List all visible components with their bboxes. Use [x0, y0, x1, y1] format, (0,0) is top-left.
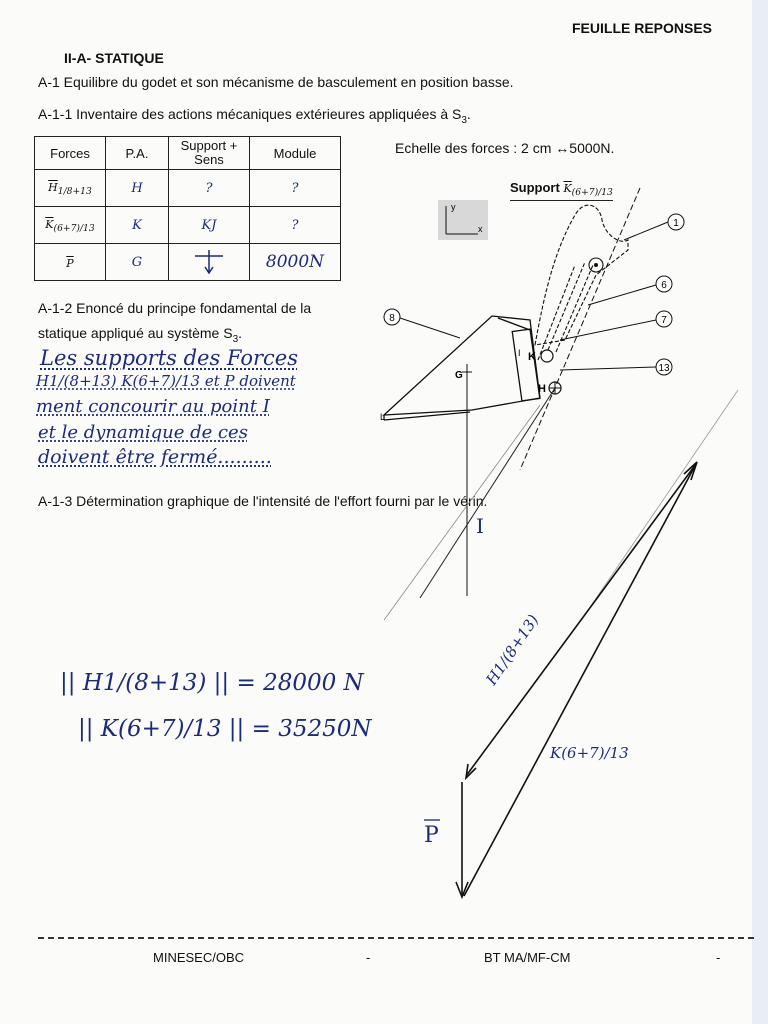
- vector-k: [463, 463, 697, 897]
- linkage-drawing: [534, 204, 629, 361]
- point-i-label: I: [476, 514, 484, 538]
- support-vector-symbol: K: [563, 182, 572, 195]
- table-row: P G 8000N: [34, 243, 341, 281]
- construction-line-h: [419, 387, 556, 599]
- answer-line-1: Les supports des Forces: [40, 346, 298, 370]
- answer-line-4: et le dynamique de ces: [38, 422, 248, 443]
- support-label-text: Support: [510, 180, 560, 195]
- vector-h: [465, 463, 697, 777]
- question-a11-text: A-1-1 Inventaire des actions mécaniques …: [38, 106, 462, 122]
- point-i-mark: I: [518, 348, 521, 358]
- callout-circles: 1 6 7 13 8: [383, 213, 685, 376]
- joint-k: [540, 349, 554, 363]
- result-k: || K(6+7)/13 || = 35250N: [78, 716, 372, 742]
- footer-dash-1: -: [366, 950, 371, 965]
- page-edge: [752, 0, 768, 1024]
- force-triangle: [455, 461, 698, 900]
- question-a13: A-1-3 Détermination graphique de l'inten…: [38, 493, 488, 509]
- callout-6: 6: [661, 280, 667, 291]
- axis-y-label: y: [451, 202, 456, 212]
- force-cell: K(6+7)/13: [34, 206, 106, 244]
- point-g-label: G: [455, 370, 463, 381]
- question-a11-end: .: [466, 106, 471, 122]
- callout-1: 1: [673, 218, 679, 229]
- module-cell: ?: [249, 206, 341, 244]
- force-vector-name: H1/8+13: [48, 180, 92, 198]
- callout-13: 13: [658, 363, 670, 374]
- callout-8: 8: [389, 313, 395, 324]
- label-vector-k: K(6+7)/13: [549, 744, 629, 762]
- question-a12-line1: A-1-2 Enoncé du principe fondamental de …: [38, 300, 312, 316]
- answer-line-5: doivent être fermé.........: [38, 446, 272, 468]
- footer-divider: [38, 937, 754, 939]
- support-vector-name: K(6+7)/13: [563, 182, 613, 199]
- pa-cell: K: [105, 206, 169, 244]
- question-a12-line2: statique appliqué au système S3.: [38, 325, 242, 345]
- support-label: Support K(6+7)/13: [510, 180, 613, 202]
- vertical-down-arrow-icon: [195, 249, 223, 274]
- label-vector-p: P: [424, 823, 439, 848]
- pa-cell: G: [105, 243, 169, 281]
- table-row: H1/8+13 H ? ?: [34, 169, 341, 207]
- table-row: K(6+7)/13 K KJ ?: [34, 206, 341, 244]
- footer-left: MINESEC/OBC: [153, 950, 245, 965]
- question-a12-text: statique appliqué au système S: [38, 325, 233, 341]
- force-cell: H1/8+13: [34, 169, 106, 207]
- sheet-title: FEUILLE REPONSES: [572, 20, 713, 36]
- module-cell: 8000N: [249, 243, 341, 281]
- module-cell: ?: [249, 169, 341, 207]
- force-vector-name: P: [66, 257, 73, 270]
- bucket-tip-label: L: [380, 412, 385, 422]
- footer-right: BT MA/MF-CM: [484, 950, 571, 965]
- point-h-label: H: [538, 383, 546, 395]
- force-symbol: P: [66, 256, 74, 270]
- force-cell: P: [34, 243, 106, 281]
- answer-line-2: H1/(8+13) K(6+7)/13 et P doivent: [36, 372, 296, 390]
- force-subscript: (6+7)/13: [53, 223, 95, 235]
- callouts: [399, 221, 669, 371]
- col-header-pa: P.A.: [105, 136, 169, 170]
- question-a12-sub: 3: [232, 333, 239, 345]
- force-symbol: H: [48, 180, 58, 194]
- footer-dash-2: -: [716, 950, 721, 965]
- bucket-drawing: [382, 315, 541, 421]
- scale-note: Echelle des forces : 2 cm ↔5000N.: [395, 140, 615, 156]
- col-header-support-text: Support + Sens: [180, 138, 238, 167]
- answer-line-3: ment concourir au point I: [36, 396, 270, 417]
- label-vector-h: H1/(8+13): [482, 611, 543, 689]
- axis-inset: y x: [438, 200, 488, 240]
- question-a1: A-1 Equilibre du godet et son mécanisme …: [38, 74, 514, 90]
- force-subscript: 1/8+13: [57, 186, 92, 198]
- support-cell: KJ: [168, 206, 250, 244]
- point-k-label: K: [528, 351, 536, 363]
- support-cell: [168, 243, 250, 281]
- construction-line-k: [383, 404, 541, 621]
- support-vector-subscript: (6+7)/13: [571, 187, 613, 199]
- force-vector-name: K(6+7)/13: [45, 217, 95, 235]
- force-symbol: K: [45, 217, 54, 231]
- axis-x-label: x: [478, 224, 483, 234]
- section-title: II-A- STATIQUE: [64, 50, 164, 66]
- construction-line-parallel: [579, 389, 739, 623]
- question-a12-end: .: [238, 325, 243, 341]
- forces-table: Forces P.A. Support + Sens Module H1/8+1…: [34, 136, 341, 281]
- question-a11: A-1-1 Inventaire des actions mécaniques …: [38, 106, 471, 126]
- table-header-row: Forces P.A. Support + Sens Module: [34, 136, 341, 170]
- question-a11-sub: 3: [461, 114, 467, 126]
- support-line-k: [519, 187, 641, 471]
- result-h: || H1/(8+13) || = 28000 N: [60, 670, 364, 696]
- callout-7: 7: [661, 315, 667, 326]
- pa-cell: H: [105, 169, 169, 207]
